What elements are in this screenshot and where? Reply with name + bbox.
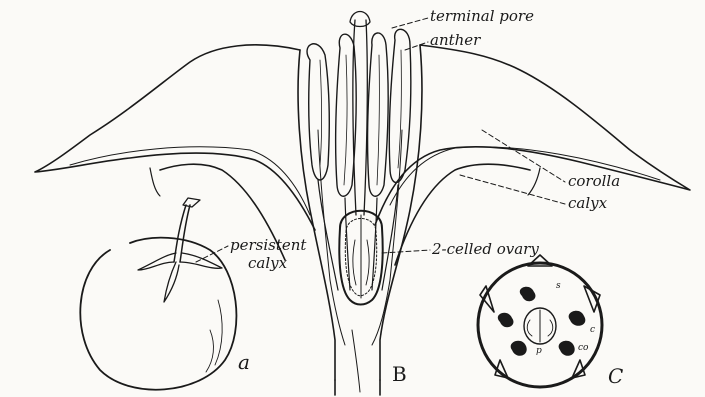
style — [353, 20, 367, 215]
label-diagram-s: s — [556, 282, 561, 291]
anther-1 — [307, 44, 329, 180]
label-persistent: persistent — [230, 238, 306, 253]
calyx-flap-right-tip — [528, 168, 540, 195]
label-anther: anther — [430, 33, 480, 48]
label-diagram-c: c — [590, 326, 595, 335]
label-calyx: calyx — [568, 196, 607, 211]
floral-diagram-C — [478, 255, 602, 387]
label-panel-c: C — [608, 366, 623, 386]
label-terminal-pore: terminal pore — [430, 9, 534, 24]
pedicel — [335, 380, 380, 395]
stamens — [307, 29, 411, 290]
label-panel-a: a — [238, 352, 250, 372]
label-diagram-p: p — [536, 347, 542, 356]
label-two-celled-ovary: 2-celled ovary — [432, 242, 539, 257]
label-panel-b: B — [392, 364, 407, 384]
label-corolla: corolla — [568, 174, 620, 189]
calyx-flap-left-tip — [150, 168, 160, 196]
stigma — [350, 12, 370, 27]
label-persistent-calyx: calyx — [248, 256, 287, 271]
fruit-a — [80, 198, 236, 390]
label-diagram-co: co — [578, 344, 588, 353]
corolla-lobe-left — [35, 45, 315, 230]
